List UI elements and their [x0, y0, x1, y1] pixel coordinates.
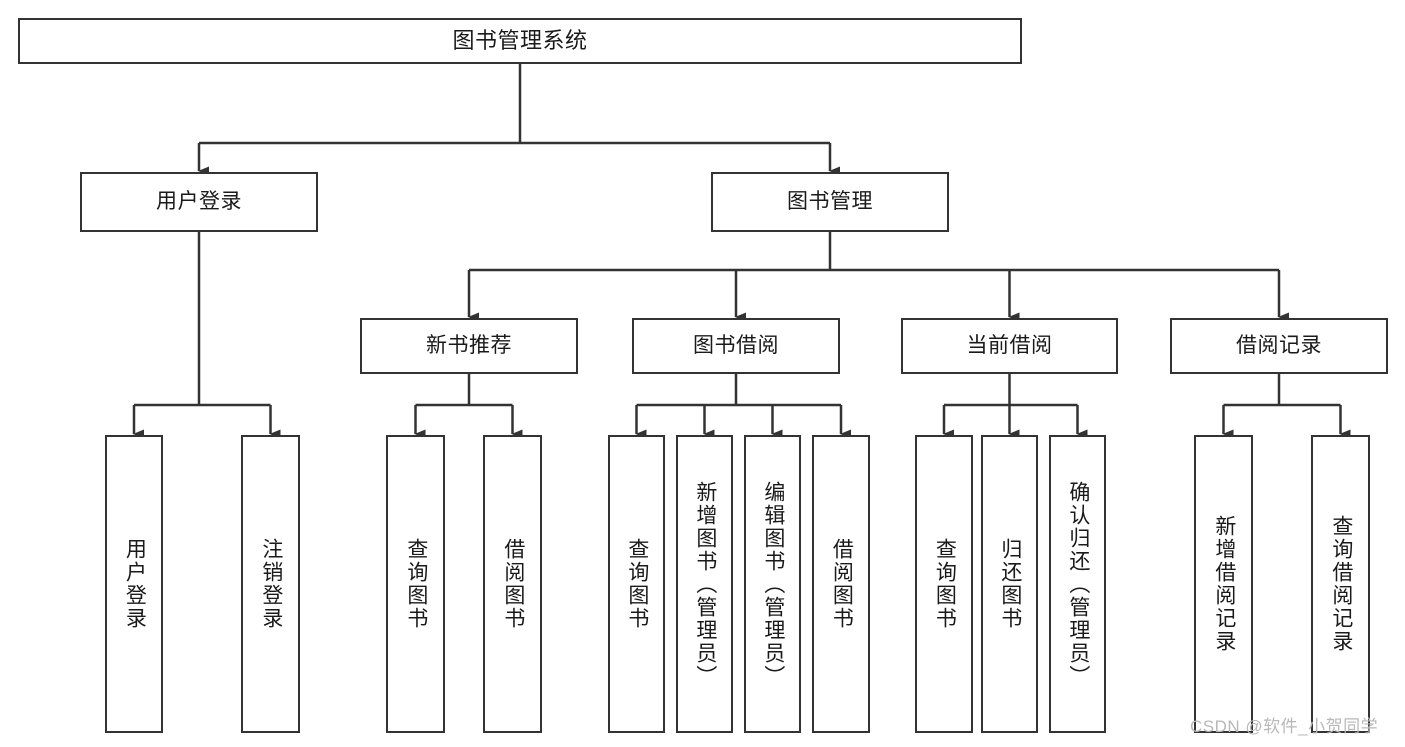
node-label-root: 图书管理系统 — [452, 28, 588, 54]
node-label-leaf-borrow-2: 新增图书（管理员） — [693, 480, 717, 688]
node-label-records: 借阅记录 — [1236, 333, 1322, 357]
edge-group — [132, 64, 1351, 439]
node-label-leaf-login-1: 用户登录 — [123, 538, 147, 630]
node-box-leaf-cur-1[interactable]: 查询图书 — [915, 435, 973, 733]
node-box-bookmgmt[interactable]: 图书管理 — [711, 172, 949, 232]
node-box-leaf-rec-1[interactable]: 新增借阅记录 — [1194, 435, 1253, 733]
node-label-leaf-cur-1: 查询图书 — [933, 538, 957, 630]
node-box-leaf-borrow-1[interactable]: 查询图书 — [608, 435, 665, 733]
node-label-leaf-new-2: 借阅图书 — [501, 538, 525, 630]
node-label-leaf-borrow-3: 编辑图书（管理员） — [761, 480, 785, 688]
node-label-login: 用户登录 — [156, 189, 242, 213]
node-box-newbook[interactable]: 新书推荐 — [360, 318, 578, 374]
node-box-leaf-borrow-3[interactable]: 编辑图书（管理员） — [744, 435, 801, 733]
node-label-leaf-rec-1: 新增借阅记录 — [1212, 515, 1236, 653]
node-label-leaf-rec-2: 查询借阅记录 — [1329, 515, 1353, 653]
node-label-leaf-cur-2: 归还图书 — [998, 538, 1022, 630]
node-box-leaf-cur-2[interactable]: 归还图书 — [981, 435, 1038, 733]
node-label-leaf-borrow-1: 查询图书 — [625, 538, 649, 630]
node-label-leaf-new-1: 查询图书 — [404, 538, 428, 630]
node-label-current: 当前借阅 — [966, 333, 1053, 357]
node-box-leaf-borrow-2[interactable]: 新增图书（管理员） — [676, 435, 733, 733]
node-box-root[interactable]: 图书管理系统 — [18, 18, 1022, 64]
node-box-leaf-borrow-4[interactable]: 借阅图书 — [812, 435, 870, 733]
node-box-leaf-login-2[interactable]: 注销登录 — [241, 435, 300, 733]
node-label-bookmgmt: 图书管理 — [787, 189, 873, 213]
node-label-leaf-login-2: 注销登录 — [259, 538, 283, 630]
node-box-borrow[interactable]: 图书借阅 — [632, 318, 840, 374]
node-label-borrow: 图书借阅 — [693, 333, 779, 357]
node-box-login[interactable]: 用户登录 — [80, 172, 318, 232]
node-box-leaf-cur-3[interactable]: 确认归还（管理员） — [1049, 435, 1106, 733]
node-box-leaf-login-1[interactable]: 用户登录 — [105, 435, 163, 733]
node-box-records[interactable]: 借阅记录 — [1170, 318, 1388, 374]
node-label-leaf-borrow-4: 借阅图书 — [830, 538, 854, 630]
node-box-leaf-new-1[interactable]: 查询图书 — [386, 435, 445, 733]
node-box-leaf-rec-2[interactable]: 查询借阅记录 — [1311, 435, 1370, 733]
node-box-leaf-new-2[interactable]: 借阅图书 — [483, 435, 542, 733]
node-label-leaf-cur-3: 确认归还（管理员） — [1066, 480, 1090, 688]
node-label-newbook: 新书推荐 — [426, 333, 512, 357]
node-box-current[interactable]: 当前借阅 — [901, 318, 1118, 374]
